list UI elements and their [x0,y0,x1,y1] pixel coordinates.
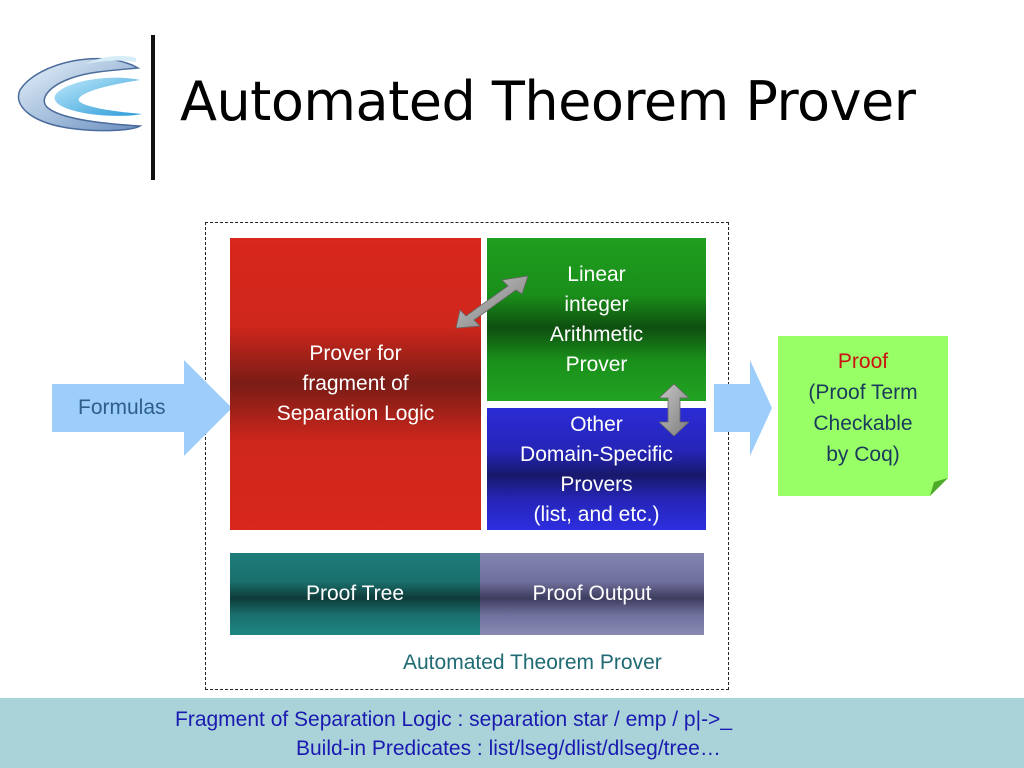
prover-line: fragment of [302,372,409,395]
lia-prover-box: Linear integer Arithmetic Prover [487,238,706,401]
proof-output-label: Proof Output [532,582,652,605]
formulas-label: Formulas [78,396,166,419]
prover-frame [205,222,729,690]
proof-line: by Coq) [826,443,900,466]
footer-band [0,698,1024,768]
output-arrow [714,360,772,456]
other-line: Domain-Specific [520,443,673,466]
lia-line: Arithmetic [549,323,644,346]
proof-tree-label: Proof Tree [305,582,405,605]
other-line: (list, and etc.) [533,503,660,526]
other-line: Provers [560,473,633,496]
proof-tree-box: Proof Tree [230,553,480,635]
proof-output-box: Proof Output [480,553,704,635]
lia-line: integer [564,293,629,316]
proof-note [778,336,948,496]
proof-note-text: Proof (Proof Term Checkable by Coq) [778,346,948,470]
prover-line: Separation Logic [276,402,435,425]
footer-line-2: Build-in Predicates : list/lseg/dlist/dl… [296,737,721,760]
footer-line-1: Fragment of Separation Logic : separatio… [175,708,733,731]
diagonal-double-arrow [455,275,529,329]
proof-line: (Proof Term [808,381,918,404]
prover-line: Prover for [309,342,402,365]
swoosh-logo-icon [17,56,143,132]
vertical-double-arrow [659,384,689,436]
proof-title: Proof [837,350,889,373]
lia-line: Linear [567,263,626,286]
proof-line: Checkable [813,412,913,435]
lia-line: Prover [565,353,628,376]
page-title: Automated Theorem Prover [180,70,916,133]
title-divider [151,35,155,180]
input-arrow [52,360,232,456]
separation-logic-prover-box: Prover for fragment of Separation Logic [230,238,481,530]
other-line: Other [570,413,623,436]
frame-label: Automated Theorem Prover [403,651,662,674]
